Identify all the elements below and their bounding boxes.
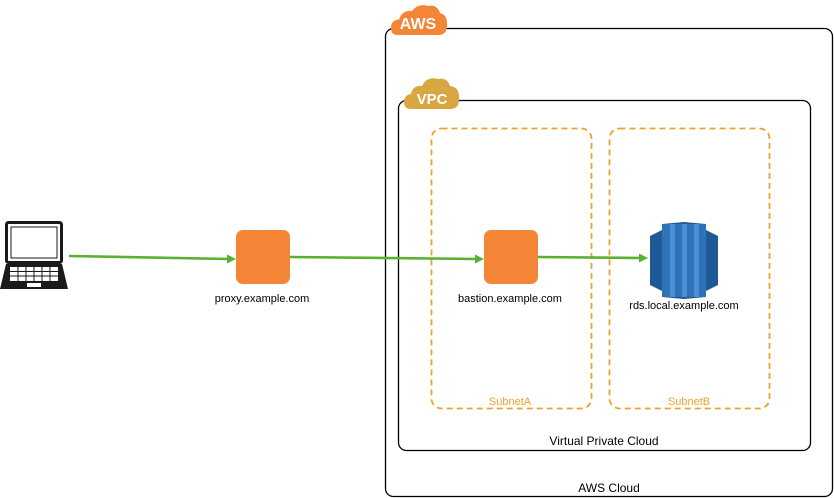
laptop-icon [0, 221, 68, 289]
subnet-b-container [608, 127, 771, 410]
aws-cloud-icon [391, 5, 448, 35]
vpc-container [397, 99, 812, 452]
proxy-node: proxy.example.com [215, 230, 310, 305]
aws-cloud-group: AWS AWS Cloud [384, 5, 834, 498]
connector-client-to-proxy [68, 254, 236, 264]
subnet-a-container [430, 127, 593, 410]
ec2-instance-icon [484, 230, 538, 284]
rds-database-icon [650, 222, 718, 299]
connector-proxy-to-bastion [289, 254, 484, 264]
connector-bastion-to-rds [537, 253, 648, 263]
subnet-b-group: SubnetB [608, 127, 771, 410]
bastion-node: bastion.example.com [458, 230, 562, 305]
ec2-instance-icon [236, 230, 290, 284]
subnet-a-group: SubnetA [430, 127, 593, 410]
aws-cloud-label: AWS Cloud [578, 481, 640, 495]
vpc-group: VPC Virtual Private Cloud [397, 78, 812, 452]
rds-node: rds.local.example.com [629, 222, 739, 312]
vpc-label: Virtual Private Cloud [549, 434, 658, 448]
vpc-cloud-icon [404, 78, 460, 109]
rds-label: rds.local.example.com [629, 300, 738, 312]
aws-badge-label: AWS [400, 16, 437, 33]
proxy-label: proxy.example.com [215, 293, 310, 305]
vpc-badge-label: VPC [417, 91, 448, 108]
connectors [68, 253, 648, 264]
subnet-b-label: SubnetB [668, 396, 710, 408]
aws-cloud-container [384, 27, 834, 498]
subnet-a-label: SubnetA [489, 396, 532, 408]
bastion-label: bastion.example.com [458, 293, 562, 305]
